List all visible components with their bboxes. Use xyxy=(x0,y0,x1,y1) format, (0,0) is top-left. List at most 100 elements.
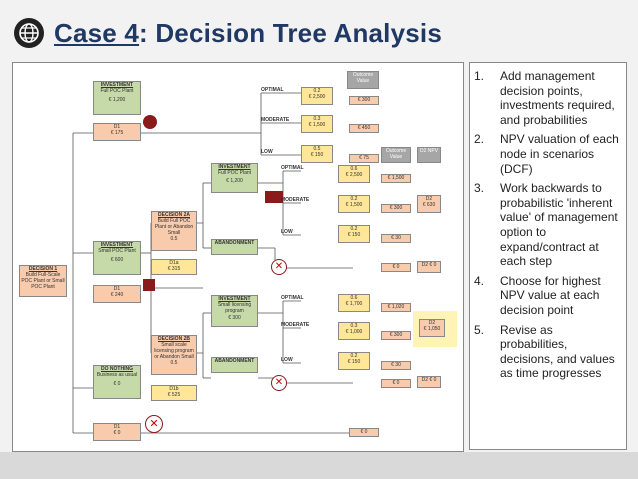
mid-prob-2: 0.2€ 150 xyxy=(338,225,370,243)
mid-outcome-2: € 30 xyxy=(381,234,411,243)
investment-licensing-hdr: INVESTMENT xyxy=(218,296,251,302)
title-rest: : Decision Tree Analysis xyxy=(139,17,443,48)
note-text: NPV valuation of each node in scenarios … xyxy=(500,132,619,176)
low-right-label: D2 xyxy=(428,320,436,326)
abandonment-2-box: ABANDONMENT xyxy=(211,357,258,373)
investment-licensing-val: € 300 xyxy=(228,315,241,321)
note-text: Revise as probabilities, decisions, and … xyxy=(500,322,615,381)
d1-mid-value: € 240 xyxy=(110,292,124,298)
decision-2b-prob: 0.5 xyxy=(170,360,178,366)
label-low-mid: LOW xyxy=(281,229,293,235)
low-outcome-0: € 1,020 xyxy=(381,303,411,312)
decision-2a-hdr: DECISION 2A xyxy=(158,212,190,218)
do-nothing-val: € 0 xyxy=(113,381,121,387)
low-prob-0-p: 0.6 xyxy=(350,295,358,301)
mid-prob-0: 0.6€ 2,500 xyxy=(338,165,370,183)
d1b-box: D1b€ 525 xyxy=(151,385,197,401)
list-item: 3. Work backwards to probabilistic 'inher… xyxy=(474,181,620,269)
outcome-header: Outcome Value xyxy=(347,71,379,89)
cross-icon-bottom: ✕ xyxy=(145,415,163,433)
note-number: 2. xyxy=(474,132,485,147)
mid-outcome-0: € 1,500 xyxy=(381,174,411,183)
investment-full-hdr: INVESTMENT xyxy=(100,82,134,88)
low-prob-1-p: 0.3 xyxy=(350,323,358,329)
d2-npv-header: D2 NPV xyxy=(417,147,441,163)
mid-prob-2-p: 0.2 xyxy=(350,226,358,232)
decision-2b-sub: Small scale licensing program or Abandon… xyxy=(154,342,194,360)
note-number: 4. xyxy=(474,273,485,288)
note-text: Choose for highest NPV value at each dec… xyxy=(500,273,601,317)
d1-top-value: € 175 xyxy=(110,130,124,136)
note-number: 3. xyxy=(474,181,485,196)
note-number: 1. xyxy=(474,69,485,83)
footer-band xyxy=(0,452,638,479)
low-prob-2: 0.2€ 150 xyxy=(338,352,370,370)
mid-outcome-1: € 300 xyxy=(381,204,411,213)
decision-2b-hdr: DECISION 2B xyxy=(158,336,190,342)
list-item: 1. Add management decision points, invest… xyxy=(474,69,620,127)
crossed-out-icon-small xyxy=(143,279,155,291)
investment-full2-hdr: INVESTMENT xyxy=(218,164,251,170)
decision-2a-box: DECISION 2A Build Full POC Plant or Aban… xyxy=(151,211,197,251)
abandon1-right: D2 € 0 xyxy=(417,261,441,273)
low-prob-0: 0.6€ 1,700 xyxy=(338,294,370,312)
investment-full2-box: INVESTMENT Full POC Plant € 1,200 xyxy=(211,163,258,193)
note-text: Add management decision points, investme… xyxy=(500,69,615,127)
d1b-label: D1b xyxy=(169,386,179,392)
abandon2-right: D2 € 0 xyxy=(417,376,441,388)
label-moderate-low: MODERATE xyxy=(281,322,310,328)
note-text: Work backwards to probabilistic 'inheren… xyxy=(500,181,618,269)
decision-1-box: DECISION 1 Build Full-Scale POC Plant or… xyxy=(19,265,67,297)
bottom-outcome: € 0 xyxy=(349,428,379,437)
low-prob-2-p: 0.2 xyxy=(350,353,358,359)
label-low-low: LOW xyxy=(281,357,293,363)
do-nothing-box: DO NOTHING Business as usual € 0 xyxy=(93,365,141,399)
d1-top-box: D1 € 175 xyxy=(93,123,141,141)
d1-top-label: D1 xyxy=(113,124,121,130)
title-prefix: Case 4 xyxy=(54,17,140,48)
abandon2-outcome: € 0 xyxy=(381,379,411,388)
label-moderate-top: MODERATE xyxy=(261,117,290,123)
d1-mid-label: D1 xyxy=(113,286,121,292)
top-outcome-1: € 450 xyxy=(349,124,379,133)
low-prob-0-v: € 1,700 xyxy=(345,301,363,307)
decision-1-sub: Build Full-Scale POC Plant or Small POC … xyxy=(21,272,65,290)
mid-right-box: D2€ 630 xyxy=(417,195,441,213)
d1-bottom-box: D1€ 0 xyxy=(93,423,141,441)
d1a-box: D1a€ 315 xyxy=(151,259,197,275)
globe-icon xyxy=(14,18,44,48)
label-optimal-low: OPTIMAL xyxy=(281,295,304,301)
decision-2a-sub: Build Full POC Plant or Abandon Small xyxy=(154,218,194,236)
top-prob-2: 0.5€ 150 xyxy=(301,145,333,163)
d1-bottom-value: € 0 xyxy=(113,430,121,436)
investment-licensing-sub: Small licensing program xyxy=(217,302,252,314)
cross-icon-1: ✕ xyxy=(271,259,287,275)
low-prob-1: 0.3€ 1,000 xyxy=(338,322,370,340)
investment-small-sub: Small POC Plant xyxy=(98,248,136,254)
outcome-header-2: Outcome Value xyxy=(381,147,411,163)
top-prob-0: 0.2€ 2,500 xyxy=(301,87,333,105)
investment-small-hdr: INVESTMENT xyxy=(100,242,134,248)
notes-panel: 1. Add management decision points, invest… xyxy=(469,62,627,450)
label-low-top: LOW xyxy=(261,149,273,155)
top-prob-2-p: 0.5 xyxy=(313,146,321,152)
investment-small-val: € 600 xyxy=(110,257,124,263)
mid-prob-0-v: € 2,500 xyxy=(345,172,363,178)
investment-full2-val: € 1,200 xyxy=(226,178,243,184)
investment-full-sub: Full POC Plant xyxy=(100,88,134,94)
low-right-value: € 1,050 xyxy=(423,326,441,332)
mid-prob-0-p: 0.6 xyxy=(350,166,358,172)
decision-2a-prob: 0.5 xyxy=(170,236,178,242)
investment-small-box: INVESTMENT Small POC Plant € 600 xyxy=(93,241,141,275)
decision-2b-box: DECISION 2B Small scale licensing progra… xyxy=(151,335,197,375)
low-right-box: D2€ 1,050 xyxy=(419,319,445,337)
investment-full-val: € 1,200 xyxy=(108,97,126,103)
label-moderate-mid: MODERATE xyxy=(281,197,310,203)
top-prob-0-p: 0.2 xyxy=(313,88,321,94)
mid-prob-1-p: 0.2 xyxy=(350,196,358,202)
cross-icon-2: ✕ xyxy=(271,375,287,391)
top-prob-1-v: € 1,500 xyxy=(308,122,326,128)
title-row: Case 4: Decision Tree Analysis xyxy=(14,13,442,53)
abandon1-outcome: € 0 xyxy=(381,263,411,272)
list-item: 5.Revise as probabilities, decisions, an… xyxy=(474,323,620,381)
